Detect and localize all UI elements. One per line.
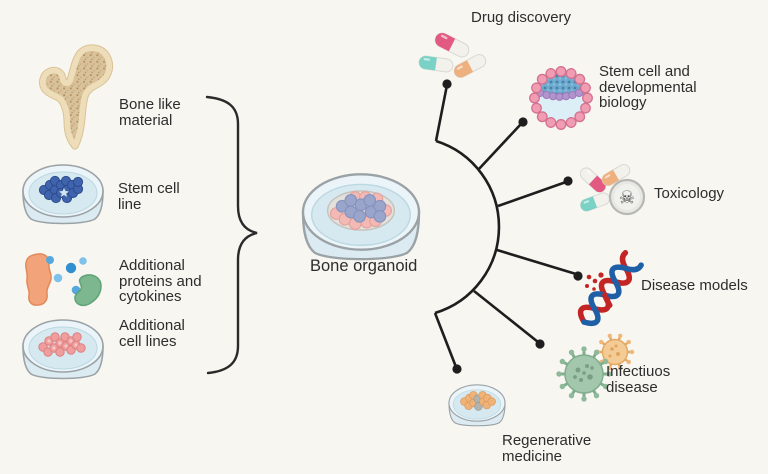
label-infectious-disease: Infectiuos disease (606, 363, 671, 396)
capsule-pills-icon (418, 32, 487, 78)
petri-dish-orange-cells-icon (448, 384, 506, 427)
curly-brace (205, 95, 258, 375)
label-drug-discovery: Drug discovery (471, 9, 572, 26)
branch-dots (442, 79, 583, 374)
blastocyst-icon (529, 66, 593, 130)
label-bone-organoid: Bone organoid (310, 257, 418, 275)
proteins-cytokines-icon (25, 253, 102, 307)
label-disease-models: Disease models (641, 277, 748, 294)
svg-text:☠: ☠ (619, 188, 635, 209)
label-toxicology: Toxicology (654, 185, 725, 202)
petri-dish-blue-cells-icon (22, 164, 104, 225)
protein-green-blob (74, 274, 102, 307)
fan-arc (434, 139, 501, 315)
protein-orange-blob (25, 253, 52, 306)
fan-branches (433, 79, 583, 374)
virus-icon (554, 331, 636, 404)
dna-helix-icon (577, 250, 644, 327)
poison-skull-icon: ☠ (608, 178, 646, 216)
label-additional-cell-lines: Additional cell lines (119, 317, 185, 350)
pills-poison-skull-icon: ☠ (579, 164, 646, 216)
label-bone-like-material: Bone like material (119, 96, 181, 129)
petri-dish-pink-cells-icon (22, 319, 104, 380)
label-stem-cell-dev-biology: Stem cell and developmental biology (599, 63, 697, 111)
label-additional-proteins: Additional proteins and cytokines (119, 257, 202, 305)
petri-dish-organoid-icon (301, 173, 421, 261)
label-stem-cell-line: Stem cell line (118, 180, 180, 213)
label-regenerative-medicine: Regenerative medicine (502, 432, 592, 465)
bone-icon (39, 44, 114, 150)
